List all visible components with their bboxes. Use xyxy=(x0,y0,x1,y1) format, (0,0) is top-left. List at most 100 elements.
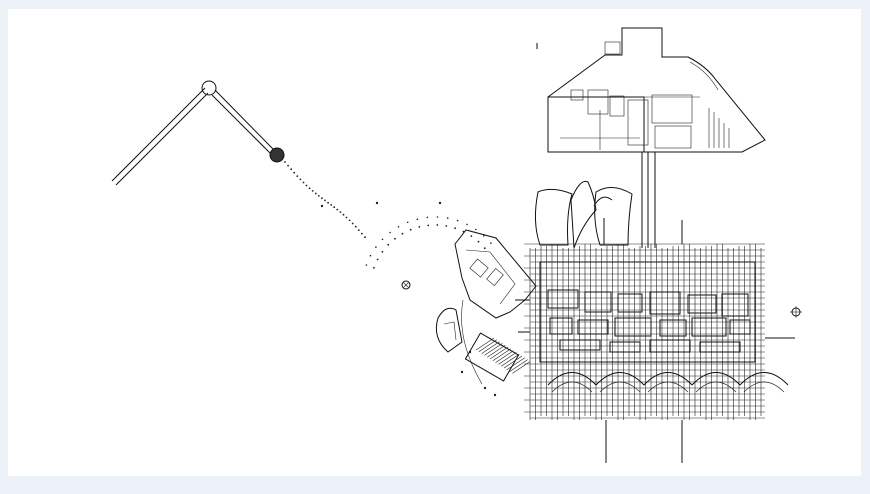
drawing-sheet xyxy=(8,9,861,476)
arc-dot xyxy=(387,243,390,246)
hatch-line xyxy=(492,348,511,362)
arc-dot xyxy=(373,266,375,269)
curved-bay xyxy=(691,372,741,386)
arc-dot xyxy=(369,254,372,257)
path-dot xyxy=(287,164,289,167)
hatch-line xyxy=(495,350,514,363)
arc-dot xyxy=(394,237,396,240)
arc-dot xyxy=(416,218,419,220)
path-dot xyxy=(317,195,320,197)
angled-building xyxy=(435,229,537,385)
room-block xyxy=(729,319,751,335)
hatch-line xyxy=(512,361,531,374)
path-dot xyxy=(354,225,357,228)
top-building xyxy=(547,27,766,153)
arc-dot xyxy=(376,258,379,261)
room-block xyxy=(609,341,641,353)
room-block xyxy=(614,317,652,337)
path-dot xyxy=(339,211,342,214)
arc-dot xyxy=(426,216,429,219)
room-block xyxy=(549,317,573,335)
path-dot xyxy=(348,219,351,222)
path-dot xyxy=(345,216,348,219)
path-dot xyxy=(361,232,363,235)
walkway-arms xyxy=(111,80,285,186)
site-point xyxy=(483,386,487,390)
path-dot xyxy=(364,236,366,239)
path-dot xyxy=(330,204,333,206)
hatch-line xyxy=(501,353,520,367)
curved-bay-inner xyxy=(647,381,689,393)
arc-dot xyxy=(456,219,459,222)
path-dot xyxy=(299,178,302,181)
main-grid-building xyxy=(515,218,795,463)
arc-dot xyxy=(365,264,368,266)
curved-bay xyxy=(595,372,645,386)
curved-bay-inner xyxy=(695,381,737,393)
arc-dot xyxy=(446,217,449,219)
path-dot xyxy=(296,175,299,178)
curved-bay xyxy=(547,372,597,386)
site-point xyxy=(460,370,464,374)
hatch-line xyxy=(487,344,506,358)
arc-dot xyxy=(427,224,430,227)
arc-dot xyxy=(401,232,404,235)
arc-dot xyxy=(436,216,439,218)
arc-dot xyxy=(436,224,439,226)
path-dot xyxy=(302,181,305,184)
hatch-line xyxy=(503,355,523,369)
room-block xyxy=(559,339,601,351)
hatch-line xyxy=(475,337,495,351)
connector-corridor xyxy=(641,152,656,248)
room-block xyxy=(721,293,749,317)
target-marker-icon xyxy=(401,280,411,290)
arc-dot xyxy=(381,250,384,253)
arc-dot xyxy=(490,242,492,244)
arc-dot xyxy=(477,240,480,243)
path-dot xyxy=(290,168,293,171)
curved-bay-inner xyxy=(551,381,593,393)
site-point xyxy=(320,204,324,208)
curved-bay-inner xyxy=(743,381,785,393)
arc-dot xyxy=(406,221,409,224)
path-dot xyxy=(327,201,329,204)
room-block xyxy=(584,291,612,313)
site-point xyxy=(375,201,379,205)
arc-dot xyxy=(445,225,448,227)
path-dot xyxy=(324,199,326,202)
building-outline xyxy=(539,261,756,363)
curved-bay xyxy=(643,372,693,386)
path-dot xyxy=(357,229,360,232)
path-dot xyxy=(293,171,296,174)
room-block xyxy=(687,294,717,314)
leaf-canopies xyxy=(534,180,633,249)
curved-bay-inner xyxy=(599,381,641,393)
room-block xyxy=(649,291,681,315)
path-dot xyxy=(311,190,314,192)
site-point xyxy=(493,393,497,397)
arc-dot xyxy=(397,226,400,228)
hatch-line xyxy=(506,357,525,371)
arc-dot xyxy=(418,226,421,228)
hatch-line xyxy=(498,352,517,365)
arc-dot xyxy=(409,228,412,231)
path-dot xyxy=(342,213,345,216)
path-dot xyxy=(284,161,286,163)
room-block xyxy=(659,319,687,337)
hatch-line xyxy=(478,339,497,353)
room-block xyxy=(691,317,727,337)
arc-dot xyxy=(454,227,456,230)
path-dot xyxy=(321,197,323,200)
arc-dot xyxy=(375,246,377,248)
room-block xyxy=(699,341,741,353)
path-dot xyxy=(351,222,354,225)
path-dot xyxy=(305,184,308,187)
arc-dot xyxy=(470,235,473,238)
path-dot xyxy=(308,187,311,190)
room-block xyxy=(617,293,643,313)
arc-dot xyxy=(483,247,486,250)
path-dot xyxy=(333,206,336,209)
arc-dot xyxy=(483,235,485,237)
hatch-line xyxy=(489,346,509,360)
